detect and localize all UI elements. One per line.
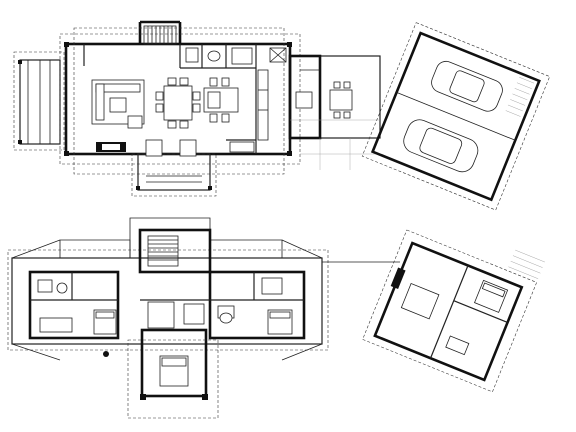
main-floor-plan	[13, 20, 551, 211]
garage	[361, 22, 551, 211]
wing-fireplace	[390, 267, 406, 290]
living-room	[91, 79, 145, 152]
center-hall	[147, 301, 233, 329]
upper-wing	[362, 229, 545, 393]
upper-walls	[28, 228, 306, 340]
car-lower	[403, 119, 479, 173]
kitchen	[203, 69, 269, 153]
wing-hatch	[508, 249, 545, 279]
dining-area	[155, 77, 201, 129]
breezeway	[288, 54, 381, 170]
left-porch	[13, 51, 65, 151]
bedroom-left	[37, 279, 117, 335]
front-porch	[131, 139, 217, 197]
garage-hatch	[505, 76, 535, 117]
car-upper	[431, 60, 503, 112]
bedroom-right	[217, 277, 293, 335]
bedroom-center	[103, 328, 219, 419]
upper-floor-plan	[7, 217, 545, 419]
utility-rooms	[185, 47, 287, 65]
